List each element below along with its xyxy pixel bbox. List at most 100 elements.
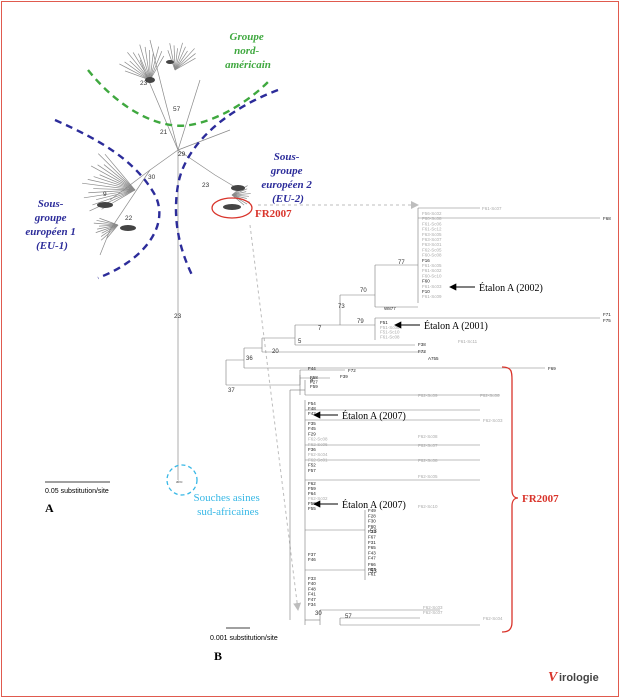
scale-label-a: 0.05 substitution/site [45,488,109,495]
panel-a-bootstrap-values: 23 57 21 29 30 9 22 23 23 [103,80,210,320]
taxon-label: F33 [368,529,376,534]
etalon-label: Étalon A (2007) [342,499,406,511]
bootstrap-a: 23 [140,80,148,87]
taxon-label: F28 [368,513,376,518]
taxon-label: F72 [348,368,356,373]
taxon-label: F31 [368,540,376,545]
taxon-label: F59 [310,384,318,389]
taxon-label: F62-Sc03 [483,418,503,423]
taxon-label: A755 [428,356,439,361]
taxon-label: F55 [308,506,316,511]
taxon-label: F43 [368,550,376,555]
bootstrap-b: 70 [360,288,367,294]
panel-b-branches [225,207,600,626]
taxon-label: F65 [368,545,376,550]
taxon-label: F62-Sc03 [423,605,443,610]
taxon-label: F69 [548,366,556,371]
etalon-annotations: Étalon A (2002) Étalon A (2001) Étalon A… [313,282,543,511]
taxon-label: F61-Sc09 [422,294,442,299]
taxon-label: F62-Sc05 [418,474,438,479]
bootstrap-a: 57 [173,106,181,113]
bootstrap-b: 57 [345,614,352,620]
eu1-boundary-outer [54,118,161,280]
eu2-label: Sous- groupe européen 2 (EU-2) [261,151,314,205]
taxon-label: F50 [308,501,316,506]
taxon-label: F60-Sc08 [422,216,442,221]
taxon-label: F59 [308,486,316,491]
virologie-logo: V irologie [548,670,599,685]
taxon-label: F49 [368,508,376,513]
taxon-label: F52 [308,463,316,468]
bootstrap-b: 77 [398,260,405,266]
taxon-label: F40 [308,581,316,586]
upper-stack: F56-Sc02F60-Sc08F61-Sc06F61-Sc12F63-Sc05… [422,211,442,299]
taxon-label: F62-Sc08 [418,458,438,463]
taxon-label: F62-Sc07 [423,610,443,615]
bootstrap-a: 21 [160,129,168,136]
taxon-label: F10 [422,289,430,294]
taxon-label: F60 [422,279,430,284]
fr2007-label-a: FR2007 [255,208,292,220]
scale-label-b: 0.001 substitution/site [210,635,278,642]
taxon-label: F47 [308,597,316,602]
taxon-label: F61-Sc12 [422,227,442,232]
taxon-label: F62-Sc05 [422,247,442,252]
taxon-label: F34 [308,602,316,607]
etalon-label: Étalon A (2001) [424,320,488,332]
bootstrap-a: 29 [178,151,186,158]
taxon-label: F61-Sc03 [422,284,442,289]
taxon-label: F58 [310,375,318,380]
bootstrap-b: 36 [246,356,253,362]
taxon-label: F62-Sc04 [483,616,503,621]
north-american-label: Groupe nord- américain [225,31,271,71]
panel-letter-a: A [45,501,54,515]
taxon-label: F33 [308,576,316,581]
taxon-label: F73 [418,349,426,354]
bootstrap-b: 5 [298,339,302,345]
taxon-label: F56-Sc02 [422,211,442,216]
taxon-label: F41 [308,592,316,597]
taxon-label: F37 [308,552,316,557]
taxon-label: F57 [308,468,316,473]
taxon-label: F54 [308,401,316,406]
taxon-label: F61-Sc02 [422,268,442,273]
taxon-label: F62-Sc02 [308,496,328,501]
bootstrap-b: 79 [357,319,364,325]
bootstrap-a: 23 [174,313,182,320]
logo-letter: V [548,670,559,685]
bootstrap-a: 9 [103,191,107,198]
taxon-label: F63 [368,567,376,572]
taxon-label: F62-Sc08 [308,437,328,442]
taxon-label: F48 [308,586,316,591]
bootstrap-a: 23 [202,182,210,189]
taxon-label: F39 [340,374,348,379]
bootstrap-a: 30 [148,174,156,181]
bootstrap-b: 53 [370,569,377,575]
taxon-label: F48 [308,406,316,411]
panel-b-bootstrap-values: 77 70 73 7 79 5 20 36 37 8 53 53 30 57 [228,260,405,620]
eu2-boundary [174,88,279,276]
taxon-label: F64 [308,491,316,496]
taxon-label: F16 [422,258,430,263]
taxon-label: F45 [308,426,316,431]
panel-a-tree [82,39,251,480]
asinine-label: Souches asines sud-africaines [193,492,262,518]
taxon-label: F42 [308,411,316,416]
taxon-label: F51 [380,320,388,325]
taxon-label: F62-Sc06 [480,393,500,398]
panel-a-clusters [97,60,245,231]
bootstrap-b: 37 [228,388,235,394]
bootstrap-b: 8 [310,378,314,384]
taxon-label: F60 [368,524,376,529]
taxon-label: F68 [603,216,611,221]
taxon-label: F62-Sc10 [418,504,438,509]
taxon-label: F63-Sc05 [422,232,442,237]
taxon-label: F27 [310,380,318,385]
asinine-highlight-circle [166,464,198,496]
taxon-label: F71 [603,312,611,317]
taxon-label: F47 [368,556,376,561]
